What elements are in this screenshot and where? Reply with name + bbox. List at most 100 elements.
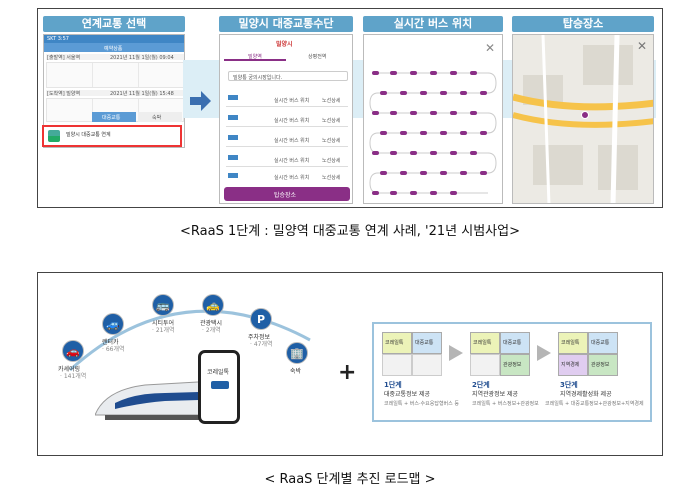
route-detail-3: 노선상세 [322, 158, 341, 164]
bus-badge-icon [228, 135, 238, 140]
stage2-title: 2단계 [472, 381, 490, 389]
piece-label: 관광정보 [503, 362, 522, 368]
phone2-search[interactable]: 밀양통 궁의시장입니다. [228, 71, 348, 81]
puzzle-local-economy-piece: 지역경제 [558, 354, 588, 376]
right-arrow-icon [190, 91, 211, 111]
boarding-map[interactable]: ✕ [512, 34, 654, 204]
lodging-option-button[interactable]: 숙박 [138, 112, 182, 122]
stage-arrow-icon [537, 345, 551, 361]
city-tour-bus-icon: 🚌 [152, 294, 174, 316]
boarding-button-label: 탑승장소 [274, 192, 297, 199]
city-tour-label: 시티투어 [152, 320, 175, 327]
phone2-screen: 밀양시 밀양역 상평전역 밀양통 궁의시장입니다. 실시간 버스 위치 노선상세… [219, 34, 353, 204]
tab-miryang[interactable]: 밀양역 [224, 51, 286, 61]
banner-text: 밀양시 대중교통 연계 [66, 132, 111, 138]
puzzle-empty-piece [382, 354, 412, 376]
piece-label: 대중교통 [591, 340, 610, 346]
car-sharing-sub: · 141개역 [60, 373, 87, 380]
close-icon[interactable]: ✕ [637, 39, 648, 53]
lodging-building-icon: 🏢 [286, 342, 308, 364]
bus-item-1-label: 실시간 버스 위치 [274, 118, 310, 124]
parking-label: 주차정보 [248, 334, 271, 341]
puzzle-empty-piece [470, 354, 500, 376]
korail-talk-phone: 코레일톡 [198, 350, 240, 424]
bus-option-button[interactable]: 대중교통 [92, 112, 136, 122]
roadmap-frame [37, 272, 663, 456]
stage1-desc: 대중교통정보 제공 [384, 391, 431, 398]
phone1-status: SKT 3:57 [47, 36, 69, 42]
tab-sangpyeong-label: 상평전역 [308, 54, 327, 60]
stage3-puzzle: 코레일톡 대중교통 지역경제 관광정보 [558, 332, 618, 376]
lodging-label: 숙박 [290, 368, 302, 375]
bus-badge-icon [228, 95, 238, 100]
rental-car-icon: 🚙 [102, 313, 124, 335]
puzzle-korail-piece: 코레일톡 [558, 332, 588, 354]
puzzle-transit-piece: 대중교통 [500, 332, 530, 354]
route-detail-1: 노선상세 [322, 118, 341, 124]
puzzle-tourism-piece: 관광정보 [500, 354, 530, 376]
panel4-title: 탑승장소 [512, 16, 654, 32]
piece-label: 관광정보 [591, 362, 610, 368]
bus-item-4[interactable]: 실시간 버스 위치 노선상세 [226, 171, 348, 183]
arr-label: [도착역] 밀양역 [47, 91, 81, 97]
close-icon[interactable]: ✕ [485, 41, 496, 55]
puzzle-tourism-piece: 관광정보 [588, 354, 618, 376]
taxi-icon: 🚕 [202, 294, 224, 316]
bus-item-0[interactable]: 실시간 버스 위치 노선상세 [226, 93, 348, 107]
stage1-puzzle: 코레일톡 대중교통 [382, 332, 442, 376]
miryang-logo-icon [48, 130, 60, 142]
bus-position-screen: ✕ [363, 34, 503, 204]
rental-car-label: 렌터카 [102, 339, 119, 346]
bus-item-3-label: 실시간 버스 위치 [274, 158, 310, 164]
panel1-title: 연계교통 선택 [43, 16, 185, 32]
bus-item-3[interactable]: 실시간 버스 위치 노선상세 [226, 153, 348, 167]
panel3-title: 실시간 버스 위치 [363, 16, 503, 32]
puzzle-transit-piece: 대중교통 [412, 332, 442, 354]
route-detail-0: 노선상세 [322, 98, 341, 104]
stage3-desc: 지역경제활성화 제공 [560, 391, 612, 398]
bus-item-1[interactable]: 실시간 버스 위치 노선상세 [226, 113, 348, 127]
route-detail-4: 노선상세 [322, 175, 341, 181]
phone2-search-text: 밀양통 궁의시장입니다. [233, 75, 283, 81]
stage2-sub: 코레일톡 + 버스정보+관광정보 [472, 401, 539, 407]
puzzle-transit-piece: 대중교통 [588, 332, 618, 354]
tab-sangpyeong[interactable]: 상평전역 [288, 51, 350, 61]
car-sharing-label: 카셰어링 [58, 366, 81, 373]
panel2-title: 밀양시 대중교통수단 [219, 16, 353, 32]
phone1-row-arr[interactable]: [도착역] 밀양역 2021년 11월 1일(월) 15:48 [46, 90, 184, 97]
stage1-sub: 코레일톡 + 버스·수요응답형버스 등 [384, 401, 459, 407]
parking-icon: P [250, 308, 272, 330]
phone1-banner[interactable]: 밀양시 대중교통 연계 [42, 125, 182, 147]
dep-label: [출발역] 서울역 [47, 55, 81, 61]
boarding-location-button[interactable]: 탑승장소 [224, 187, 350, 201]
phone1-grid-1 [46, 62, 184, 88]
services-arc [68, 309, 311, 372]
puzzle-korail-piece: 코레일톡 [382, 332, 412, 354]
lodging-option-label: 숙박 [152, 115, 162, 121]
route-detail-2: 노선상세 [322, 138, 341, 144]
piece-label: 대중교통 [503, 340, 522, 346]
bus-badge-icon [228, 155, 238, 160]
piece-label: 코레일톡 [561, 340, 580, 346]
bus-item-2[interactable]: 실시간 버스 위치 노선상세 [226, 133, 348, 147]
caption-stage1: <RaaS 1단계 : 밀양역 대중교통 연계 사례, '21년 시범사업> [180, 224, 520, 239]
phone2-logo: 밀양시 [276, 41, 293, 48]
piece-label: 코레일톡 [473, 340, 492, 346]
stage3-title: 3단계 [560, 381, 578, 389]
bus-badge-icon [228, 173, 238, 178]
map-graphic [513, 35, 653, 203]
stage2-puzzle: 코레일톡 대중교통 관광정보 [470, 332, 530, 376]
tab-miryang-label: 밀양역 [248, 54, 262, 60]
puzzle-korail-piece: 코레일톡 [470, 332, 500, 354]
stage-arrow-icon [449, 345, 463, 361]
taxi-sub: · 2개역 [202, 327, 221, 334]
phone1-row-dep[interactable]: [출발역] 서울역 2021년 11월 1일(월) 09:04 [46, 54, 184, 61]
bus-badge-icon [228, 115, 238, 120]
rental-car-sub: · 66개역 [102, 346, 125, 353]
caption-roadmap: < RaaS 단계별 추진 로드맵 > [264, 472, 436, 487]
dep-date: 2021년 11월 1일(월) 09:04 [110, 55, 174, 61]
bus-route-diagram [369, 71, 497, 195]
plus-sign: + [338, 360, 357, 385]
parking-sub: · 47개역 [250, 341, 273, 348]
map-pin-icon[interactable] [581, 111, 589, 119]
